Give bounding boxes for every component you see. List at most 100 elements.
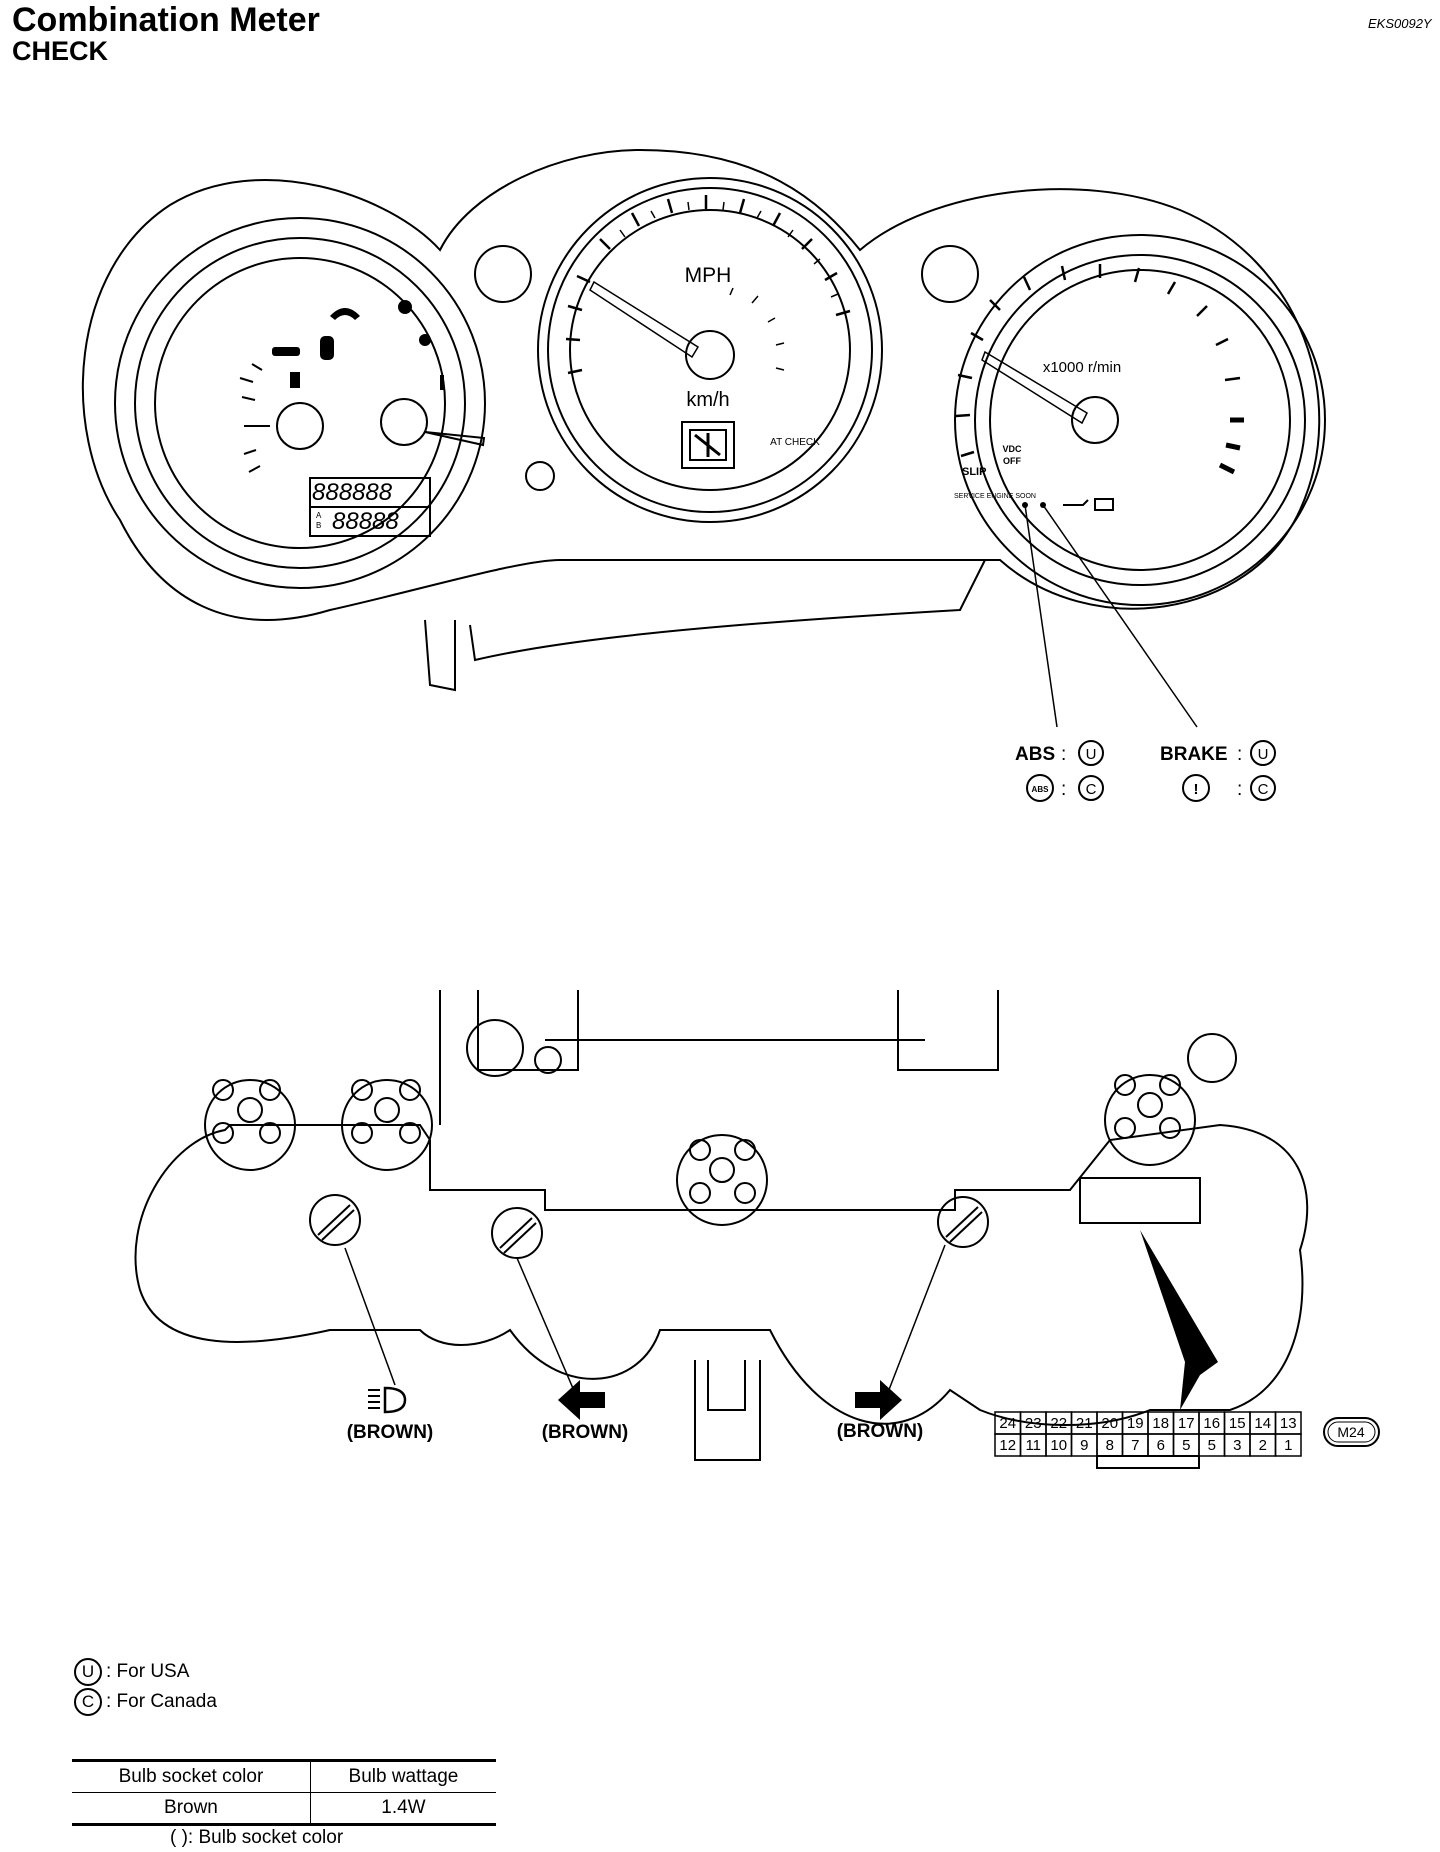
table-header-cell: Bulb socket color bbox=[72, 1759, 311, 1793]
connector-pin-number: 7 bbox=[1131, 1437, 1139, 1454]
meter-lower-bracket bbox=[424, 559, 986, 692]
odometer-line-1: 888888 bbox=[312, 479, 393, 506]
battery-icon bbox=[1094, 498, 1114, 511]
legend-canada-letter: C bbox=[74, 1688, 102, 1716]
left-turn-arrow-icon bbox=[558, 1380, 605, 1420]
odometer-line-2: 88888 bbox=[332, 508, 399, 535]
connector-id-badge bbox=[1323, 1417, 1380, 1447]
connector-pin-number: 17 bbox=[1178, 1415, 1195, 1432]
connector-pin-number: 13 bbox=[1280, 1415, 1297, 1432]
connector-pin-number: 24 bbox=[999, 1415, 1016, 1432]
table-cell: 1.4W bbox=[309, 1792, 496, 1826]
headlamp-icon bbox=[368, 1386, 407, 1414]
left-gauge-face bbox=[154, 257, 446, 549]
connector-pin-number: 12 bbox=[999, 1437, 1016, 1454]
left-top-bracket bbox=[439, 990, 441, 1125]
connector-pin-number: 10 bbox=[1050, 1437, 1067, 1454]
connector-pin-cell bbox=[1274, 1433, 1302, 1457]
left-turn-socket-color: (BROWN) bbox=[542, 1422, 629, 1443]
door-open-icon bbox=[320, 336, 334, 360]
tachometer-face bbox=[989, 269, 1291, 571]
brake-warning-icon bbox=[1182, 774, 1210, 802]
odometer-trip-b: B bbox=[316, 521, 321, 530]
service-engine-soon-label: SERVICE ENGINE SOON bbox=[954, 493, 1036, 500]
headlamp-socket-color: (BROWN) bbox=[347, 1422, 434, 1443]
connector-pin-number: 22 bbox=[1050, 1415, 1067, 1432]
washer-fluid-icon bbox=[330, 308, 360, 320]
connector-pointer-arrow bbox=[1140, 1230, 1218, 1410]
trunk-open-icon bbox=[272, 347, 300, 356]
abs-canada-colon: : bbox=[1061, 779, 1066, 800]
tachometer-unit-label: x1000 r/min bbox=[1043, 359, 1121, 376]
brake-canada-letter: C bbox=[1258, 781, 1269, 798]
brake-callout-colon: : bbox=[1237, 744, 1242, 765]
brake-canada-colon: : bbox=[1237, 779, 1242, 800]
connector-pin-number: 5 bbox=[1208, 1437, 1216, 1454]
at-check-text: AT CHECK bbox=[770, 437, 820, 448]
legend-canada: C: For Canada bbox=[74, 1688, 217, 1716]
connector-pin-number: 14 bbox=[1254, 1415, 1271, 1432]
abs-callout-colon: : bbox=[1061, 744, 1066, 765]
rear-housing-outline bbox=[134, 1123, 1309, 1426]
usa-mark-icon bbox=[1250, 740, 1276, 766]
right-turn-arrow-icon bbox=[855, 1380, 902, 1420]
speedometer-needle bbox=[589, 280, 700, 359]
legend-usa: U: For USA bbox=[74, 1658, 189, 1686]
connector-housing bbox=[1079, 1177, 1201, 1224]
connector-pin-number: 8 bbox=[1106, 1437, 1114, 1454]
speedometer-unit-top: MPH bbox=[685, 264, 732, 287]
trip-reset-knob bbox=[474, 245, 532, 303]
connector-pin-number: 20 bbox=[1101, 1415, 1118, 1432]
at-check-label: AT CHECK bbox=[770, 437, 820, 448]
connector-pin-number: 9 bbox=[1080, 1437, 1088, 1454]
connector-pin-number: 1 bbox=[1284, 1437, 1292, 1454]
legend-usa-text: : For USA bbox=[106, 1661, 190, 1682]
brake-icon-text: ! bbox=[1194, 781, 1199, 798]
left-mount-plate bbox=[477, 990, 579, 1071]
tachometer-needle bbox=[981, 350, 1088, 425]
connector-pin-number: 11 bbox=[1025, 1437, 1041, 1454]
right-turn-bulb-socket bbox=[937, 1196, 989, 1248]
fuel-icon bbox=[290, 372, 300, 388]
connector-id: M24 bbox=[1337, 1424, 1364, 1440]
warning-icons-left bbox=[272, 300, 444, 390]
canada-mark-icon bbox=[1078, 775, 1104, 801]
abs-usa-letter: U bbox=[1086, 746, 1097, 763]
connector-pin-number: 18 bbox=[1152, 1415, 1169, 1432]
legend-usa-letter: U bbox=[74, 1658, 102, 1686]
headlamp-bulb-socket bbox=[309, 1194, 361, 1246]
temperature-icon bbox=[440, 375, 444, 390]
brake-callout-label: BRAKE bbox=[1160, 744, 1228, 765]
speedometer-unit-bottom: km/h bbox=[686, 389, 729, 411]
reference-code: EKS0092Y bbox=[1368, 16, 1432, 31]
airbag-icon bbox=[398, 300, 412, 314]
indicator-lamp-round bbox=[921, 245, 979, 303]
speedometer-face bbox=[569, 209, 851, 491]
meter-housing-outline bbox=[81, 148, 1321, 621]
right-turn-socket-color: (BROWN) bbox=[837, 1421, 924, 1442]
connector-pin-number: 15 bbox=[1229, 1415, 1246, 1432]
bulb-table: Bulb socket color Bulb wattage Brown 1.4… bbox=[72, 1759, 496, 1826]
meter-front-diagram: MPH km/h AT CHECK x1000 r/min SLIP VDC O… bbox=[81, 148, 1326, 802]
connector-pin-number: 16 bbox=[1203, 1415, 1220, 1432]
vdc-off-label: OFF bbox=[1003, 456, 1021, 466]
connector-pin-number: 19 bbox=[1127, 1415, 1144, 1432]
odometer-trip-a: A bbox=[316, 511, 322, 520]
abs-callout-label: ABS bbox=[1015, 744, 1055, 765]
connector-pin-number: 2 bbox=[1259, 1437, 1267, 1454]
seatbelt-icon bbox=[419, 334, 431, 346]
right-mount-plate bbox=[897, 990, 999, 1071]
table-note: ( ): Bulb socket color bbox=[170, 1827, 344, 1848]
slip-lamp-label: SLIP bbox=[962, 466, 986, 478]
connector-key-tab bbox=[1096, 1455, 1200, 1469]
legend-canada-text: : For Canada bbox=[106, 1691, 217, 1712]
connector-pin-number: 23 bbox=[1025, 1415, 1042, 1432]
connector-pin-number: 21 bbox=[1076, 1415, 1093, 1432]
page-title: Combination Meter bbox=[12, 1, 320, 39]
vdc-lamp-label: VDC bbox=[1002, 444, 1022, 454]
oil-pressure-icon bbox=[1063, 499, 1089, 506]
table-header-cell: Bulb wattage bbox=[309, 1759, 496, 1793]
oil-battery-icons bbox=[1063, 498, 1114, 511]
